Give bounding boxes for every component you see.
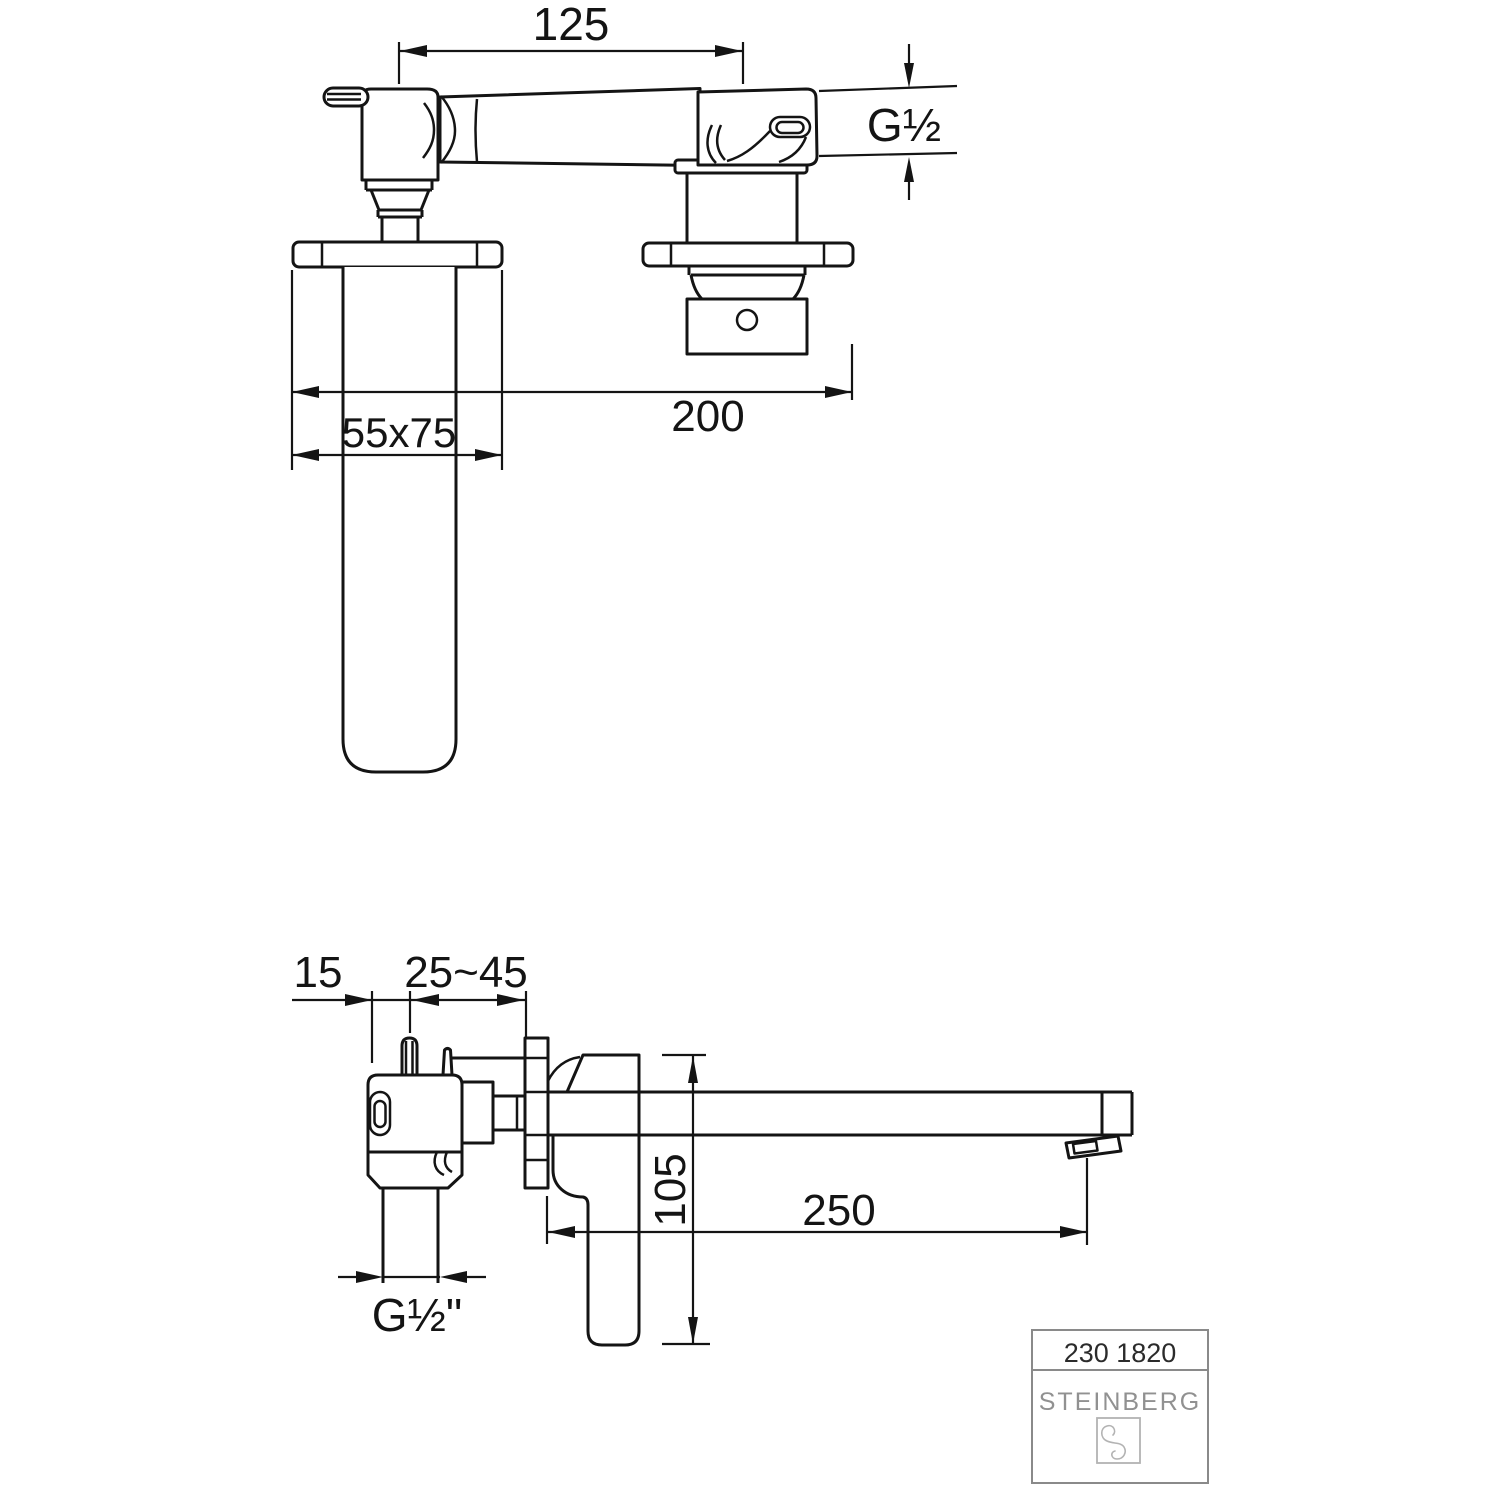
dim-55x75: 55x75 bbox=[290, 270, 504, 470]
dim-250: 250 bbox=[545, 1158, 1089, 1245]
dim-105: 105 bbox=[646, 1053, 710, 1346]
dim-label-15: 15 bbox=[294, 948, 343, 997]
side-view-drawing: 15 25~45 bbox=[292, 948, 1134, 1347]
spout-and-handle-side bbox=[523, 1036, 1134, 1347]
spout-unit-plan bbox=[641, 87, 855, 356]
top-view-drawing: 125 G½ bbox=[290, 0, 958, 774]
dim-200: 200 bbox=[292, 344, 854, 441]
dim-15-2545: 15 25~45 bbox=[292, 948, 528, 1063]
dim-label-250: 250 bbox=[802, 1186, 875, 1235]
dim-125: 125 bbox=[397, 0, 745, 84]
brand-name: STEINBERG bbox=[1039, 1388, 1201, 1416]
concealed-valve-side bbox=[366, 1036, 525, 1283]
dim-g12-bottom: G½" bbox=[338, 1271, 486, 1341]
dim-label-2545: 25~45 bbox=[404, 948, 528, 997]
dim-label-g12: G½ bbox=[867, 99, 941, 151]
handle-unit-plan bbox=[291, 86, 702, 774]
dim-label-200: 200 bbox=[671, 392, 744, 441]
dim-label-g12-inch: G½" bbox=[372, 1289, 462, 1341]
title-block: 230 1820 STEINBERG bbox=[1031, 1329, 1209, 1484]
dim-label-125: 125 bbox=[533, 0, 610, 50]
dim-g12-top: G½ bbox=[818, 44, 958, 200]
steinberg-logo-icon bbox=[1096, 1417, 1141, 1464]
dim-label-55x75: 55x75 bbox=[342, 409, 456, 456]
dim-label-105: 105 bbox=[646, 1153, 695, 1226]
product-code: 230 1820 bbox=[1064, 1338, 1177, 1368]
